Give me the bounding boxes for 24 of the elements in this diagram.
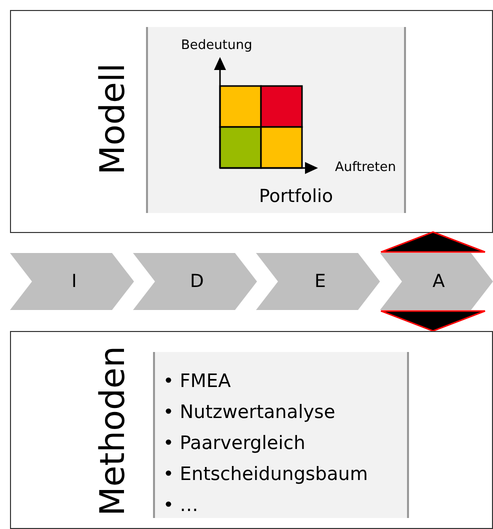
list-panel: [153, 352, 409, 518]
list-item: • FMEA: [163, 370, 232, 394]
list-item: • Paarvergleich: [163, 432, 306, 456]
step-label: I: [72, 272, 77, 290]
step-label: A: [432, 272, 445, 290]
chart-title: Portfolio: [259, 188, 334, 206]
list-item: • …: [163, 494, 200, 518]
triangle-marker: [380, 310, 486, 332]
chart-panel: [146, 27, 406, 213]
chevron-step: [380, 253, 493, 310]
axis-label: Bedeutung: [181, 39, 252, 52]
chevron-step: [10, 253, 134, 310]
list-item: • Entscheidungsbaum: [163, 463, 368, 487]
step-label: D: [190, 272, 204, 290]
panel: [10, 10, 493, 233]
triangle-marker: [380, 231, 486, 253]
chevron-step: [256, 253, 380, 310]
panel-title: Methoden: [96, 346, 130, 516]
chevron-step: [133, 253, 257, 310]
panel-title: Modell: [96, 62, 130, 174]
panel: [10, 331, 493, 529]
list-item: • Nutzwertanalyse: [163, 401, 336, 425]
axis-label: Auftreten: [335, 161, 396, 174]
step-label: E: [314, 272, 326, 290]
